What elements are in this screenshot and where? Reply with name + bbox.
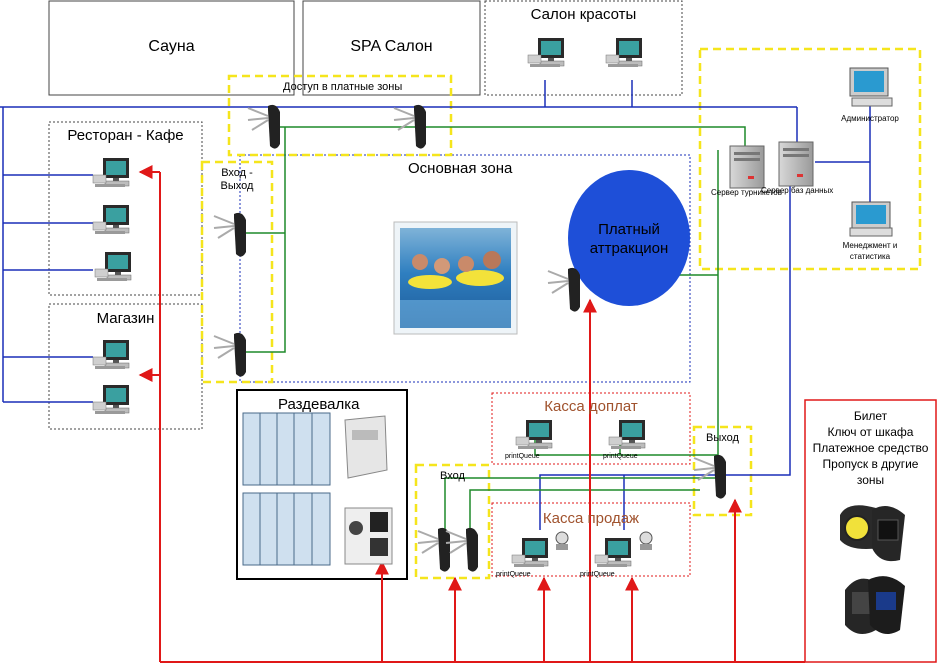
sauna-box [48,0,295,96]
db-server-icon [778,141,814,187]
turnstile-icon [417,526,451,573]
sauna-label: Сауна [148,38,195,55]
admin-label: Администратор [841,114,899,123]
main-zone-box [239,154,691,383]
management-pc-icon [849,201,893,237]
exit-zone [692,425,753,517]
locker-room-label: Раздевалка [278,396,360,413]
pool-photo [393,221,518,335]
shop-label: Магазин [96,310,155,327]
server-zone [698,47,922,271]
turnstile-icon [213,331,247,378]
spa-label: SPA Салон [350,38,433,55]
extra-pay-label: Касса доплат [544,398,638,415]
red-flow [138,165,805,663]
card-reader-icon [555,531,569,550]
beauty-box [484,0,683,96]
green-network [240,126,746,530]
turnstile-server-icon [729,145,765,189]
turnstile-icon [213,211,247,258]
paid-access-zone [227,74,453,157]
card-reader-icon [639,531,653,550]
beauty-label: Салон красоты [530,6,637,23]
print-queue-label: printQueue [496,571,531,578]
turnstile-icon [547,266,581,313]
turnstile-server-label: Сервер турникетов [711,188,783,197]
entry-exit-zone [200,160,274,384]
pos-terminal-icon [511,537,549,568]
sales-label: Касса продаж [542,510,640,527]
paid-access-label: Доступ в платные зоны [283,81,403,93]
admin-pc-icon [849,67,893,107]
bracelet-uses-list: Билет Ключ от шкафа Платежное средство П… [812,409,929,487]
pos-terminal-icon [594,537,632,568]
bracelet-blue-icon [868,576,905,634]
db-server-label: Сервер баз данных [761,186,834,195]
exit-label: Выход [706,432,739,444]
print-queue-label: printQueue [580,571,615,578]
restaurant-label: Ресторан - Кафе [67,127,184,144]
locker-terminal-icon [344,415,388,479]
turnstile-icon [445,526,479,573]
bracelet-black-icon [872,506,905,562]
turnstile-icon [247,103,281,150]
locker-lock-icon [344,507,393,565]
entrance-label: Вход [440,470,465,482]
print-queue-label: printQueue [603,453,638,460]
pos-terminal-icon [515,419,553,450]
main-zone-label: Основная зона [408,160,513,177]
bracelet-yellow-icon [840,505,880,549]
print-queue-label: printQueue [505,453,540,460]
lockers-icon [242,412,331,566]
turnstile-icon [693,453,727,500]
paid-attraction-shape [568,170,690,306]
entry-exit-label: Вход -Выход [220,167,254,192]
pos-terminal-icon [608,419,646,450]
